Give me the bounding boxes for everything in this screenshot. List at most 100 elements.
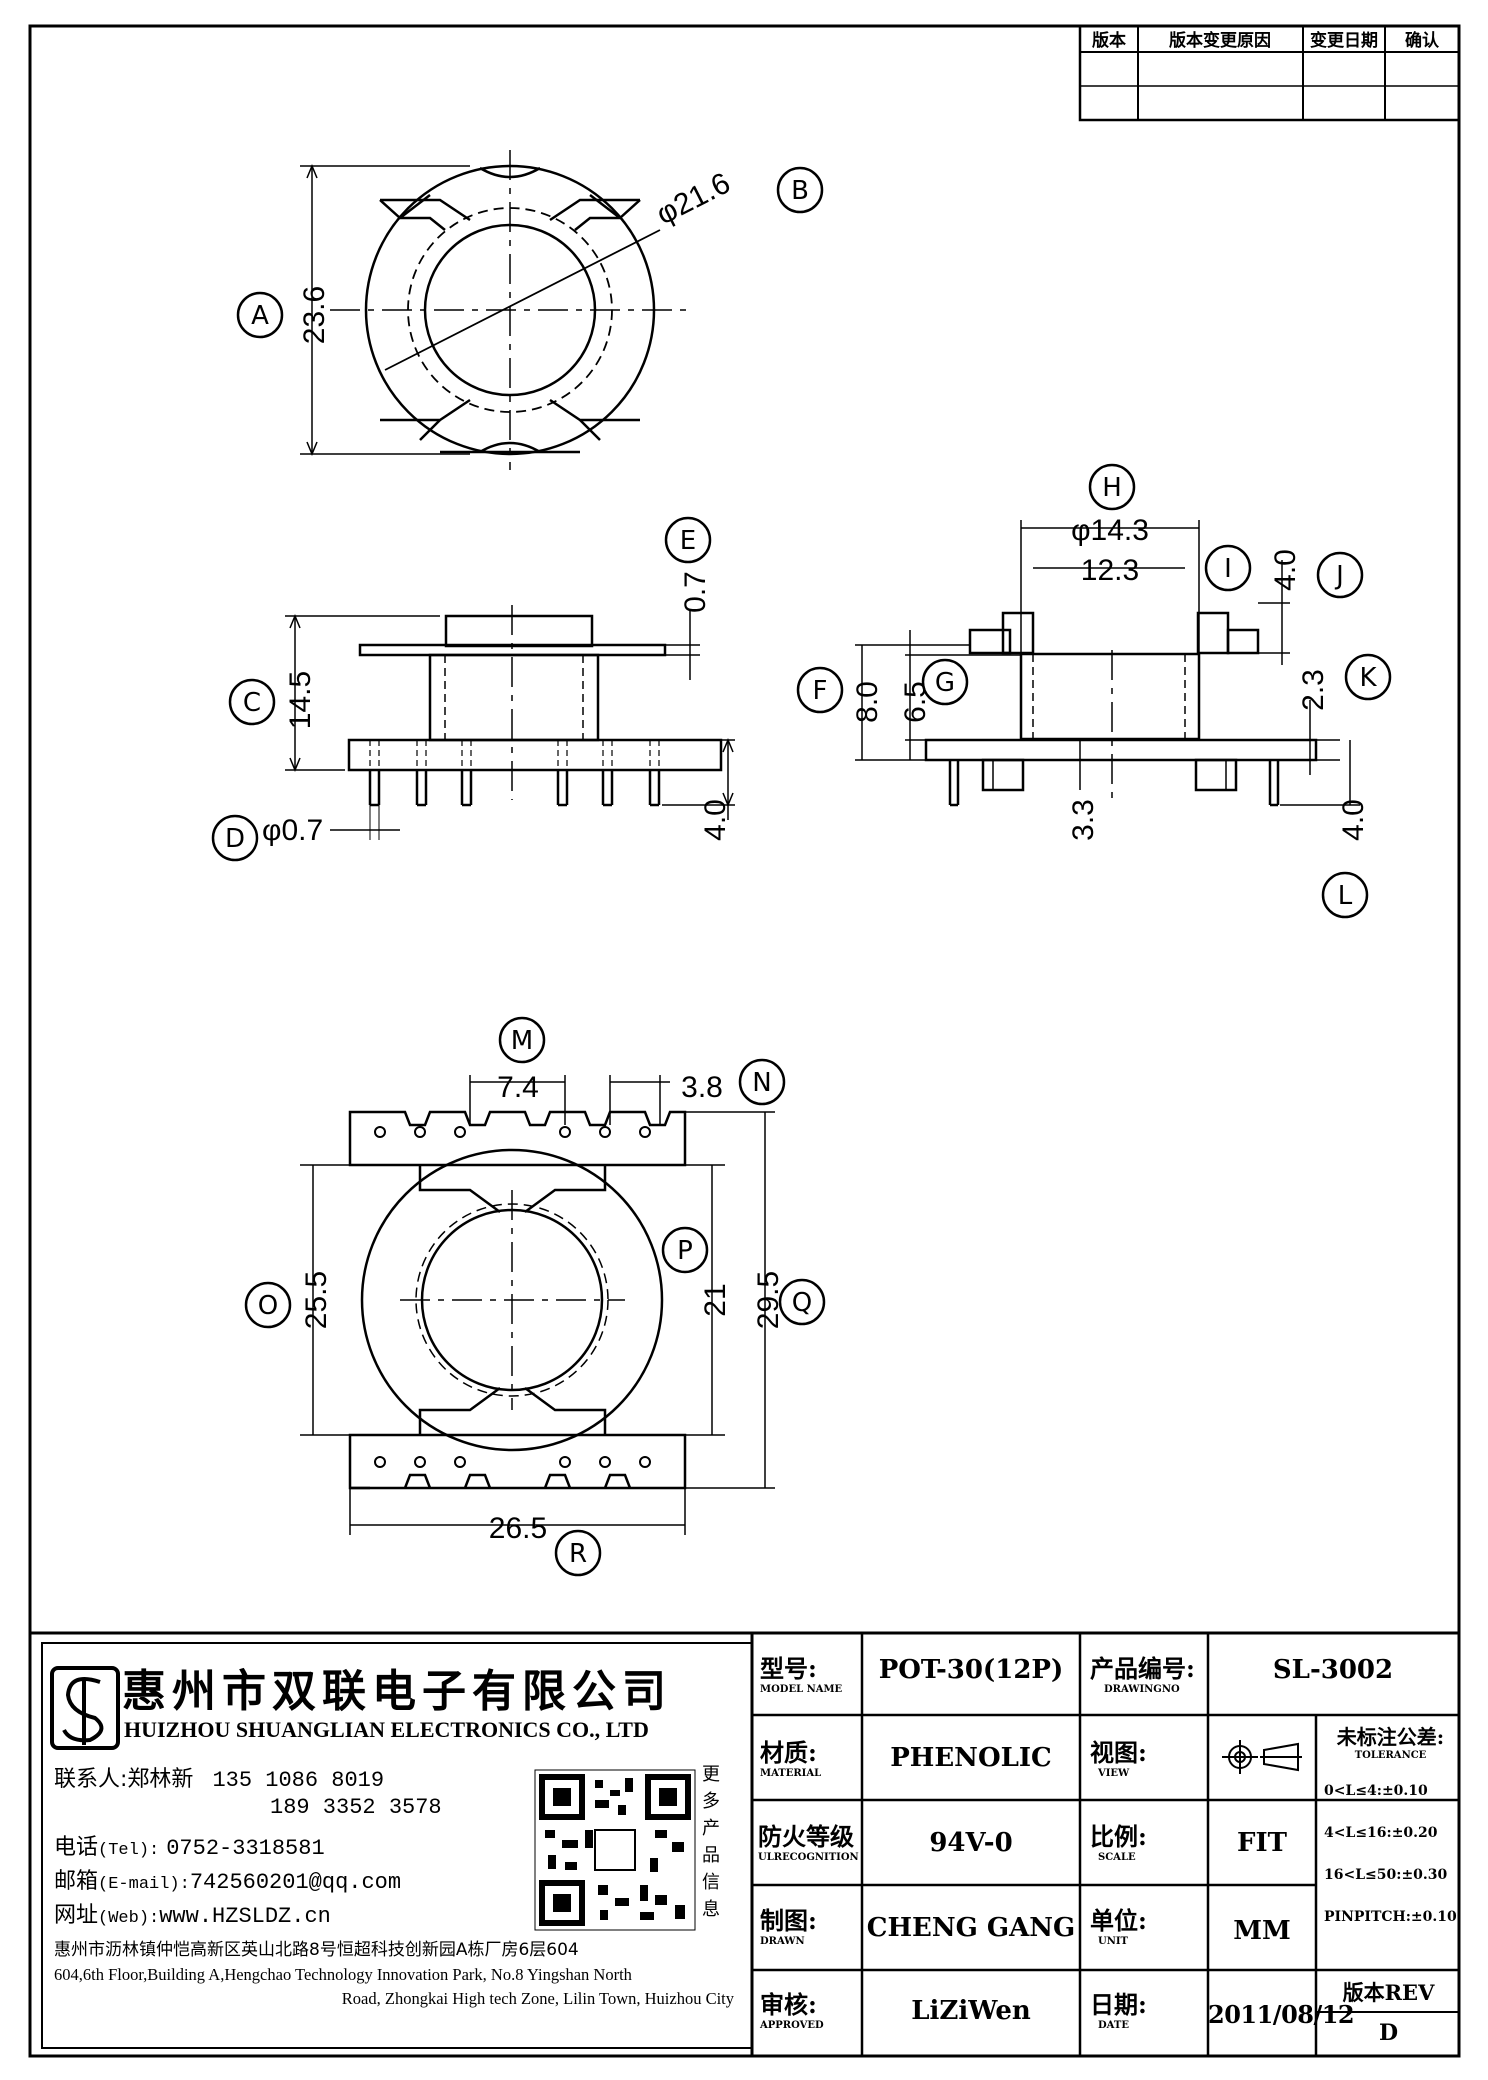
revision-table: 版本 版本变更原因 变更日期 确认 (1078, 24, 1461, 122)
model-label-cell: 型号: MODEL NAME (760, 1649, 842, 1695)
callout-m (498, 1016, 546, 1064)
date-label-en: DATE (1098, 2020, 1129, 2031)
callout-k (1344, 653, 1392, 701)
callout-l-label: L (1338, 881, 1353, 911)
callout-h (1088, 463, 1136, 511)
front-view (285, 605, 735, 840)
drawn-label-cell: 制图: DRAWN (760, 1901, 817, 1947)
contact-label: 联系人: (54, 1767, 128, 1792)
callout-o (244, 1281, 292, 1329)
address-cn: 惠州市沥林镇仲恺高新区英山北路8号恒超科技创新园A栋厂房6层604 (54, 1940, 579, 1960)
callout-h-label: H (1102, 473, 1122, 503)
title-block: 型号: MODEL NAME POT-30(12P) 产品编号: DRAWING… (752, 1633, 1459, 2056)
email-value[interactable]: 742560201@qq.com (189, 1870, 402, 1895)
model-label-en: MODEL NAME (760, 1684, 843, 1695)
bottom-view (300, 1075, 775, 1535)
email-label: 邮箱 (54, 1869, 99, 1894)
callout-m-label: M (511, 1026, 533, 1056)
view-label-cell: 视图: VIEW (1090, 1733, 1147, 1779)
approved-label-en: APPROVED (760, 2020, 824, 2031)
fire-label: 防火等级 (758, 1822, 854, 1851)
view-label-en: VIEW (1098, 1768, 1130, 1779)
dim-top-diameter: φ21.6 (651, 166, 735, 231)
fire-label-cell: 防火等级 ULRECOGNITION (758, 1817, 859, 1863)
callout-i-label: I (1224, 554, 1232, 584)
callout-b (776, 166, 824, 214)
drawn-label: 制图: (760, 1906, 817, 1935)
callout-n (738, 1058, 786, 1106)
callout-c-label: C (243, 688, 261, 718)
dim-side-flange: 2.3 (1297, 669, 1330, 711)
company-block: 惠州市双联电子有限公司 HUIZHOU SHUANGLIAN ELECTRONI… (42, 1643, 752, 2048)
dim-side-inner: 12.3 (1081, 554, 1139, 587)
model-label: 型号: (760, 1654, 817, 1683)
side-view (855, 520, 1360, 807)
address-en-1: 604,6th Floor,Building A,Hengchao Techno… (54, 1965, 632, 1984)
approved-label-cell: 审核: APPROVED (760, 1985, 824, 2031)
unit-value: MM (1233, 1916, 1291, 1946)
callout-q-label: Q (792, 1288, 812, 1318)
rev-header-confirm: 确认 (1405, 30, 1440, 51)
web-line: 网址(Web):www.HZSLDZ.cn (54, 1897, 331, 1929)
unit-label-en: UNIT (1098, 1936, 1128, 1947)
web-label-en: (Web): (98, 1909, 160, 1928)
dim-bottom-body: 25.5 (300, 1271, 333, 1329)
callout-f-label: F (813, 676, 828, 706)
callout-r-label: R (569, 1539, 587, 1569)
unit-label: 单位: (1090, 1906, 1147, 1935)
tolerance-item: PINPITCH:±0.10 (1324, 1909, 1457, 1925)
scale-label-en: SCALE (1098, 1852, 1136, 1863)
drawing-no-label: 产品编号: (1090, 1654, 1195, 1683)
title-block-frame (30, 1631, 1459, 2056)
contact-name: 郑林新 (127, 1767, 194, 1792)
dim-side-top: 4.0 (1269, 549, 1302, 591)
contact-phone-2: 189 3352 3578 (270, 1795, 442, 1820)
address-en-2: Road, Zhongkai High tech Zone, Lilin Tow… (341, 1989, 734, 2008)
callout-o-label: O (258, 1291, 278, 1321)
dim-front-height: 14.5 (284, 671, 317, 729)
drawing-no-label-en: DRAWINGNO (1104, 1684, 1180, 1695)
tel-value[interactable]: 0752-3318581 (166, 1836, 325, 1861)
callout-g (921, 658, 969, 706)
rev-label: 版本REV (1342, 1980, 1435, 2005)
top-view (300, 150, 690, 470)
dim-side-overall: 8.0 (851, 681, 884, 723)
fire-label-en: ULRECOGNITION (758, 1852, 859, 1863)
tolerance-item: 4<L≤16:±0.20 (1324, 1825, 1438, 1841)
callout-a-label: A (251, 301, 269, 331)
material-label: 材质: (760, 1738, 817, 1767)
date-label: 日期: (1090, 1990, 1147, 2019)
callout-f (796, 666, 844, 714)
drawn-value: CHENG GANG (866, 1913, 1076, 1943)
dim-top-height: 23.6 (298, 286, 331, 344)
dim-front-pin-diameter: φ0.7 (262, 814, 323, 847)
callout-d-label: D (225, 824, 245, 854)
callout-b-label: B (791, 176, 809, 206)
sheet-border (28, 24, 1461, 2058)
material-label-en: MATERIAL (760, 1768, 822, 1779)
callout-l (1321, 871, 1369, 919)
callout-e-label: E (680, 526, 696, 556)
callout-e (664, 516, 712, 564)
date-label-cell: 日期: DATE (1090, 1985, 1147, 2031)
tolerance-list: 0<L≤4:±0.10 4<L≤16:±0.20 16<L≤50:±0.30 P… (1320, 1779, 1459, 1947)
rev-value: D (1378, 2020, 1399, 2046)
tel-label: 电话 (54, 1835, 99, 1860)
company-name-en: HUIZHOU SHUANGLIAN ELECTRONICS CO., LTD (124, 1717, 649, 1742)
web-label: 网址 (54, 1903, 99, 1928)
web-value[interactable]: www.HZSLDZ.cn (159, 1904, 331, 1929)
drawing-no-label-cell: 产品编号: DRAWINGNO (1090, 1649, 1195, 1695)
dim-side-pin: 4.0 (1337, 799, 1370, 841)
scale-label: 比例: (1090, 1822, 1147, 1851)
dim-side-outer-diameter: φ14.3 (1071, 514, 1149, 547)
model-value: POT-30(12P) (878, 1655, 1064, 1685)
drawn-label-en: DRAWN (760, 1936, 805, 1947)
fire-value: 94V-0 (929, 1828, 1013, 1858)
qr-caption: 更多产品信息 (702, 1764, 720, 1920)
scale-value: FIT (1237, 1828, 1287, 1858)
callout-r (554, 1529, 602, 1577)
callout-j-label: J (1334, 561, 1344, 591)
rev-header-date: 变更日期 (1310, 30, 1378, 51)
drawing-no-value: SL-3002 (1272, 1655, 1394, 1685)
tolerance-label: 未标注公差: (1336, 1725, 1445, 1749)
